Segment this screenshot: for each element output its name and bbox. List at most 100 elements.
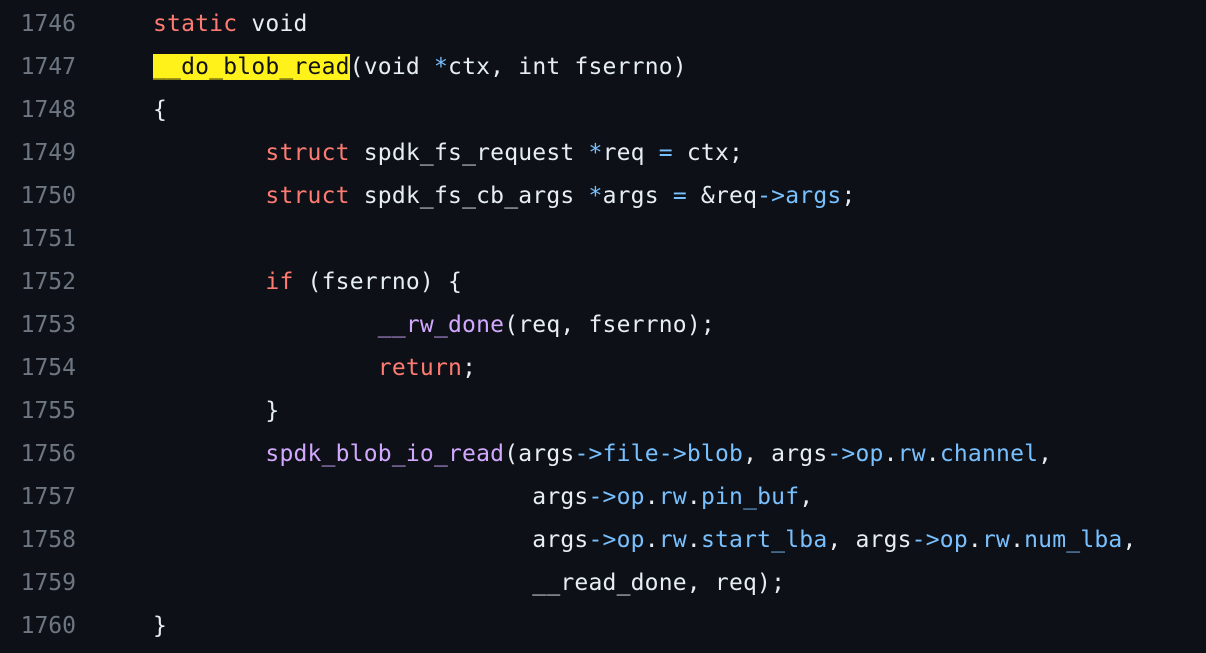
code-token: * — [588, 182, 603, 209]
code-token: __rw_done — [377, 311, 505, 338]
code-line: 1748 { — [0, 88, 1206, 131]
code-token: -> — [588, 526, 617, 553]
code-token: (fserrno) { — [293, 268, 463, 295]
code-token: . — [686, 526, 701, 553]
code-token: -> — [574, 440, 603, 467]
code-token: pin_buf — [700, 483, 800, 510]
line-number[interactable]: 1759 — [20, 569, 76, 596]
line-number[interactable]: 1757 — [20, 483, 76, 510]
code-token: , args — [743, 440, 828, 467]
line-code: } — [153, 389, 279, 432]
code-token — [153, 183, 265, 209]
line-number[interactable]: 1760 — [20, 612, 76, 639]
code-token: -> — [827, 440, 856, 467]
code-line: 1760 } — [0, 604, 1206, 647]
code-token: (void — [349, 53, 434, 80]
code-token: op — [616, 483, 645, 510]
code-token: (req, fserrno); — [504, 311, 715, 338]
code-token: . — [644, 483, 659, 510]
code-token — [153, 398, 265, 424]
code-token: . — [1010, 526, 1025, 553]
line-number[interactable]: 1751 — [20, 225, 76, 252]
code-token: static — [153, 10, 238, 37]
line-code: static void — [153, 2, 308, 45]
code-line: 1754 return; — [0, 346, 1206, 389]
line-number[interactable]: 1754 — [20, 354, 76, 381]
line-number[interactable]: 1748 — [20, 96, 76, 123]
code-token: . — [883, 440, 898, 467]
code-token: spdk_fs_cb_args — [349, 182, 589, 209]
code-token: * — [588, 139, 603, 166]
code-token: struct — [265, 139, 350, 166]
line-code: struct spdk_fs_request *req = ctx; — [153, 131, 743, 174]
code-token: -> — [658, 440, 687, 467]
code-token: rw — [658, 483, 687, 510]
code-token: args — [532, 526, 589, 553]
code-line: 1759 __read_done, req); — [0, 561, 1206, 604]
code-token: . — [686, 483, 701, 510]
code-token: ctx; — [672, 139, 744, 166]
code-token: * — [433, 53, 449, 80]
code-token: __read_done, req); — [532, 569, 786, 596]
line-number[interactable]: 1756 — [20, 440, 76, 467]
code-token: if — [265, 268, 294, 295]
line-code: __read_done, req); — [153, 561, 785, 604]
code-token: args — [602, 182, 673, 209]
code-token: } — [153, 612, 168, 639]
line-number[interactable]: 1750 — [20, 182, 76, 209]
line-code: __do_blob_read(void *ctx, int fserrno) — [153, 45, 687, 88]
code-token: channel — [939, 440, 1039, 467]
code-token: . — [925, 440, 940, 467]
code-token — [153, 527, 532, 553]
code-token — [153, 484, 532, 510]
code-line: 1756 spdk_blob_io_read(args->file->blob,… — [0, 432, 1206, 475]
line-number[interactable]: 1749 — [20, 139, 76, 166]
line-number[interactable]: 1746 — [20, 10, 76, 37]
code-token: spdk_blob_io_read — [265, 440, 505, 467]
code-line: 1755 } — [0, 389, 1206, 432]
code-token: , — [1122, 526, 1137, 553]
code-token: (args — [504, 440, 575, 467]
line-code: __rw_done(req, fserrno); — [153, 303, 715, 346]
code-token: __do_blob_read — [153, 53, 350, 80]
line-number[interactable]: 1758 — [20, 526, 76, 553]
line-number[interactable]: 1755 — [20, 397, 76, 424]
code-line: 1753 __rw_done(req, fserrno); — [0, 303, 1206, 346]
code-token: . — [967, 526, 982, 553]
code-token — [153, 355, 378, 381]
code-token: rw — [897, 440, 926, 467]
code-token: ; — [841, 182, 856, 209]
code-token: start_lba — [700, 526, 828, 553]
code-line: 1746 static void — [0, 2, 1206, 45]
code-token — [153, 441, 265, 467]
line-code: { — [153, 88, 167, 131]
line-code: args->op.rw.start_lba, args->op.rw.num_l… — [153, 518, 1137, 561]
code-token: -> — [911, 526, 940, 553]
code-token: file — [602, 440, 659, 467]
line-number[interactable]: 1747 — [20, 53, 76, 80]
code-token: void — [237, 10, 308, 37]
code-token: ; — [462, 354, 477, 381]
code-token — [153, 269, 265, 295]
code-line: 1747 __do_blob_read(void *ctx, int fserr… — [0, 45, 1206, 88]
code-token: } — [265, 397, 280, 424]
code-token: struct — [265, 182, 350, 209]
code-line: 1749 struct spdk_fs_request *req = ctx; — [0, 131, 1206, 174]
code-token: return — [377, 354, 463, 381]
code-line: 1752 if (fserrno) { — [0, 260, 1206, 303]
line-number[interactable]: 1752 — [20, 268, 76, 295]
code-token — [153, 570, 532, 596]
line-code: return; — [153, 346, 476, 389]
line-code: } — [153, 604, 167, 647]
line-number[interactable]: 1753 — [20, 311, 76, 338]
line-code: args->op.rw.pin_buf, — [153, 475, 813, 518]
code-token: blob — [686, 440, 744, 467]
code-token: , — [799, 483, 814, 510]
code-token: op — [939, 526, 968, 553]
code-token: rw — [981, 526, 1011, 553]
code-token — [153, 312, 378, 338]
code-token: rw — [658, 526, 687, 553]
code-token: req — [602, 139, 659, 166]
code-token: . — [644, 526, 659, 553]
code-token: , — [1038, 440, 1053, 467]
